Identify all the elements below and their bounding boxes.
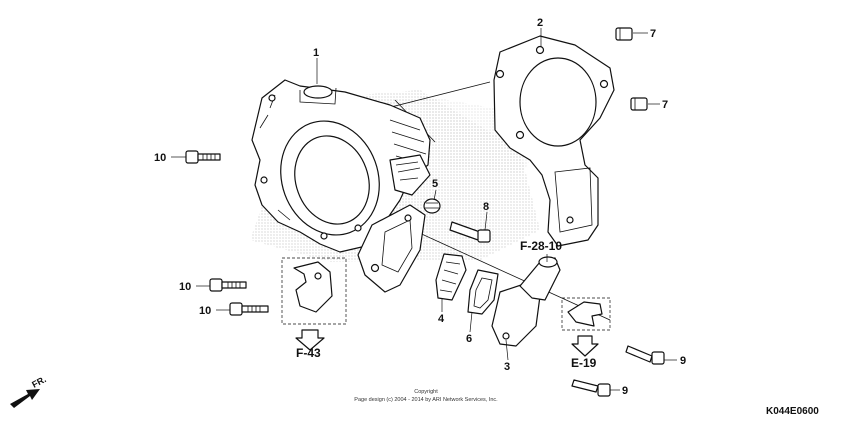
callout-9-bottom: 9 — [622, 385, 628, 397]
cylinder-part — [251, 79, 431, 293]
callout-7-top: 7 — [650, 28, 656, 40]
callout-numbers: 1 2 7 7 10 10 10 5 8 4 6 3 9 9 — [154, 17, 686, 397]
ref-e19: E-19 — [571, 356, 597, 370]
callout-7-bottom: 7 — [662, 99, 668, 111]
callout-10-bottom: 10 — [199, 305, 211, 317]
bolt-parts-9 — [571, 345, 665, 397]
copyright-text: Page design (c) 2004 - 2014 by ARI Netwo… — [354, 397, 498, 403]
reed-valve-part-4 — [435, 253, 467, 301]
callout-3: 3 — [504, 361, 510, 373]
f43-reference-group — [281, 257, 347, 351]
gasket-part-6 — [467, 269, 499, 315]
cylinder-gasket-part — [493, 35, 615, 247]
bolt-parts-10 — [185, 150, 269, 316]
copyright-label: Copyright — [414, 389, 438, 395]
intake-pipe-part-3 — [491, 256, 561, 347]
callout-4: 4 — [438, 313, 445, 325]
callout-10-middle: 10 — [179, 281, 191, 293]
ref-f28-10: F-28-10 — [520, 239, 562, 253]
callout-8: 8 — [483, 201, 489, 213]
reference-labels: F-28-10 F-43 E-19 — [296, 239, 597, 370]
callout-2: 2 — [537, 17, 543, 29]
e19-reference-group — [561, 297, 611, 357]
leader-lines — [171, 28, 677, 391]
callout-1: 1 — [313, 47, 319, 59]
callout-9-right: 9 — [680, 355, 686, 367]
callout-6: 6 — [466, 333, 472, 345]
bolt-part-8 — [449, 221, 491, 243]
footer: Copyright Page design (c) 2004 - 2014 by… — [354, 389, 498, 403]
fr-label: FR. — [30, 374, 47, 390]
callout-10-top: 10 — [154, 152, 166, 164]
callout-5: 5 — [432, 178, 438, 190]
ref-f43: F-43 — [296, 346, 321, 360]
diagram-code: K044E0600 — [766, 406, 819, 417]
nut-part-5 — [423, 198, 441, 214]
front-direction-indicator: FR. — [10, 374, 48, 408]
dowel-pin-parts — [615, 27, 648, 111]
